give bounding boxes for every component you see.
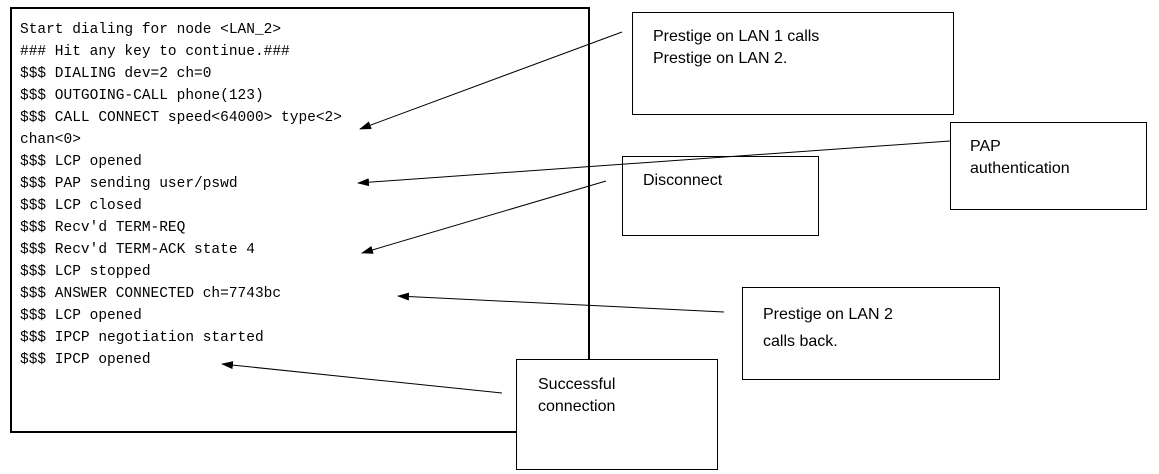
terminal-log-box [10,7,590,433]
terminal-log: Start dialing for node <LAN_2> ### Hit a… [20,19,342,371]
terminal-line: $$$ LCP opened [20,154,142,170]
arrow-to-answer-connected [397,292,725,313]
callout-disconnect-line1: Disconnect [643,172,723,189]
callout-lan1-calls: Prestige on LAN 1 calls Prestige on LAN … [632,12,954,115]
callout-pap-line2: authentication [970,160,1070,177]
terminal-line: ### Hit any key to continue.### [20,44,290,60]
terminal-line: $$$ LCP stopped [20,264,151,280]
terminal-line: $$$ LCP closed [20,198,142,214]
callout-pap-authentication: PAP authentication [950,122,1147,210]
callout-disconnect: Disconnect [622,156,819,236]
callout-successful-connection: Successful connection [516,359,718,470]
arrow-to-ipcp-opened [221,361,503,394]
arrow-to-term-ack [361,180,607,254]
callout-lan2-calls-back: Prestige on LAN 2 calls back. [742,287,1000,380]
terminal-line: $$$ Recv'd TERM-REQ [20,220,186,236]
terminal-line: $$$ DIALING dev=2 ch=0 [20,66,212,82]
callout-pap-line1: PAP [970,138,1001,155]
terminal-line: $$$ Recv'd TERM-ACK state 4 [20,242,255,258]
terminal-line: Start dialing for node <LAN_2> [20,22,282,38]
callout-lan2-line1: Prestige on LAN 2 [763,306,893,323]
callout-successful-line1: Successful [538,376,616,393]
terminal-line: $$$ LCP opened [20,308,142,324]
terminal-line: $$$ ANSWER CONNECTED ch=7743bc [20,286,282,302]
arrow-to-pap-sending [357,140,951,187]
terminal-line: $$$ PAP sending user/pswd [20,176,238,192]
callout-lan1-calls-line1: Prestige on LAN 1 calls [653,28,820,45]
terminal-line: chan<0> [20,132,81,148]
arrow-to-outgoing-call [359,31,623,130]
terminal-line: $$$ CALL CONNECT speed<64000> type<2> [20,110,342,126]
terminal-line: $$$ IPCP opened [20,352,151,368]
terminal-line: $$$ IPCP negotiation started [20,330,264,346]
terminal-line: $$$ OUTGOING-CALL phone(123) [20,88,264,104]
callout-lan1-calls-line2: Prestige on LAN 2. [653,50,788,67]
callout-lan2-line2: calls back. [763,333,838,350]
callout-successful-line2: connection [538,398,616,415]
